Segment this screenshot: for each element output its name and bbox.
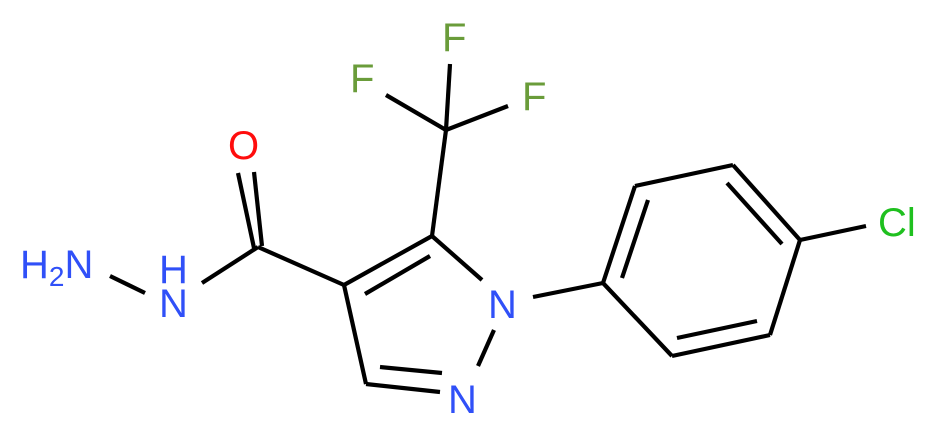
bond-n2-c3 (365, 381, 441, 395)
atom-nh2-hydrogen: H (20, 243, 49, 287)
atom-nh2-subscript: 2 (49, 261, 65, 292)
bond-c-nh (200, 245, 260, 285)
bond-c-cl (799, 223, 867, 243)
bond-n1-n2 (476, 329, 496, 367)
bond-carbonyl-1 (235, 172, 257, 249)
bond-ring-3-inner (725, 181, 784, 246)
bond-n2-c3-inner (379, 364, 443, 376)
bond-nh-nh2 (109, 274, 146, 295)
atom-fluorine-right: F (522, 75, 546, 119)
bond-c5-cf3 (429, 129, 449, 237)
bond-ring-1-inner (620, 199, 650, 279)
bond-ring-5-inner (676, 318, 758, 341)
atom-nitrogen-n2: N (448, 378, 477, 422)
atom-nh-hydrogen: H (159, 248, 188, 292)
bond-c-c4 (257, 245, 345, 287)
atom-labels: O F F F N N H N H2N Cl (20, 16, 916, 422)
atom-nh-nitrogen: N (159, 282, 188, 326)
bond-n1-aryl (532, 280, 604, 300)
atom-oxygen: O (228, 124, 259, 168)
atom-nh2-nitrogen: N (64, 243, 93, 287)
bond-carbonyl-2 (251, 171, 265, 247)
bond-c4-c5-inner (363, 254, 432, 296)
bond-cf3-f-right (445, 104, 509, 132)
bond-c4-c5 (342, 234, 434, 287)
bond-ring-4 (767, 239, 803, 336)
atom-fluorine-left: F (350, 57, 374, 101)
atom-chlorine: Cl (878, 201, 916, 245)
atom-fluorine-top: F (442, 16, 466, 60)
bond-cf3-f-top (443, 63, 453, 131)
bonds (109, 63, 867, 395)
bond-ring-5 (671, 332, 771, 359)
bond-ring-1 (601, 185, 637, 284)
bond-ring-2 (634, 162, 734, 189)
atom-nitrogen-n1: N (488, 283, 517, 327)
bond-ring-3 (731, 163, 802, 242)
bond-cf3-f-left (384, 93, 448, 132)
bond-c3-c4 (341, 284, 369, 385)
bond-c5-n1 (430, 234, 484, 282)
bond-ring-6 (601, 281, 674, 358)
atom-nh2: H2N (20, 243, 93, 292)
